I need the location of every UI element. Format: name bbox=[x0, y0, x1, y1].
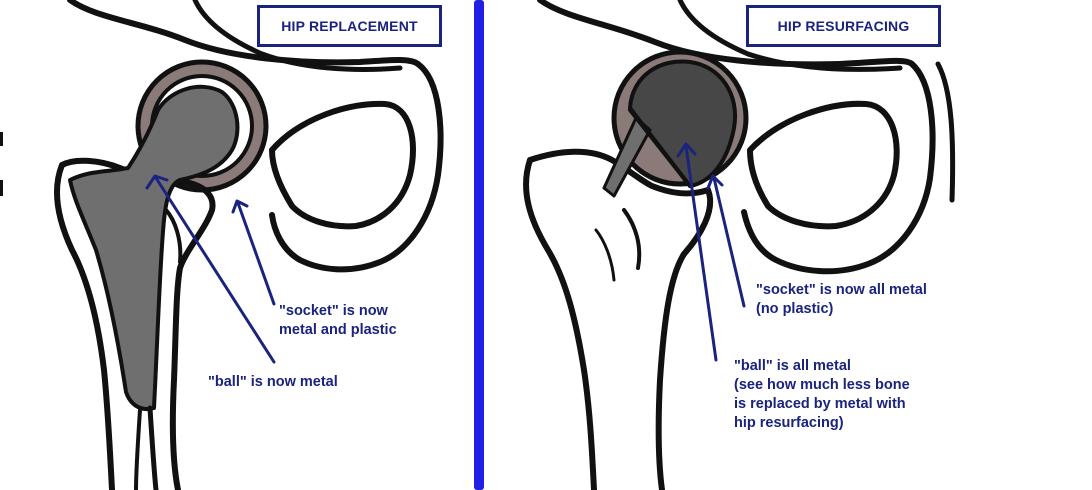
right-ball-label-line: is replaced by metal with bbox=[734, 396, 906, 412]
title-hip-replacement-text: HIP REPLACEMENT bbox=[281, 18, 418, 34]
right-pelvis-outline bbox=[741, 61, 936, 275]
left-pelvis-top-outline bbox=[67, 0, 421, 67]
right-socket-arrow bbox=[712, 176, 746, 308]
right-implant-peg bbox=[602, 116, 652, 198]
left-trochanter bbox=[164, 208, 183, 264]
left-obturator-foramen bbox=[269, 100, 416, 230]
right-ball-label-line: "ball" is all metal bbox=[734, 358, 851, 374]
right-socket-label: "socket" is now all metal (no plastic) bbox=[756, 281, 927, 319]
right-arrows bbox=[676, 142, 746, 362]
left-femur-shaft-left bbox=[54, 162, 115, 490]
right-panel-art bbox=[523, 0, 956, 490]
left-implant-stem bbox=[68, 84, 240, 411]
right-ball-arrow bbox=[684, 144, 718, 362]
right-obturator-foramen bbox=[747, 100, 900, 230]
title-hip-resurfacing: HIP RESURFACING bbox=[746, 5, 941, 47]
left-ball-arrow bbox=[154, 176, 276, 364]
title-hip-resurfacing-text: HIP RESURFACING bbox=[777, 18, 910, 34]
right-socket-label-line: "socket" is now all metal bbox=[756, 282, 927, 298]
left-pelvis-outline bbox=[269, 61, 444, 273]
right-femur-shaft-left bbox=[523, 157, 597, 490]
panel-divider bbox=[474, 0, 484, 490]
left-socket-arrow bbox=[236, 201, 276, 306]
left-socket-label-line: "socket" is now bbox=[279, 303, 388, 319]
right-pelvis-top-outline bbox=[537, 0, 915, 68]
left-arrows bbox=[145, 174, 276, 364]
left-panel-art bbox=[0, 0, 444, 490]
title-hip-replacement: HIP REPLACEMENT bbox=[257, 5, 442, 47]
left-ball-label: "ball" is now metal bbox=[208, 373, 338, 392]
right-pelvis-top-inner bbox=[677, 0, 903, 72]
right-ball-label: "ball" is all metal (see how much less b… bbox=[734, 357, 910, 433]
right-ball-label-line: (see how much less bone bbox=[734, 377, 910, 393]
right-socket-label-line: (no plastic) bbox=[756, 301, 834, 317]
left-socket-label: "socket" is now metal and plastic bbox=[279, 302, 397, 340]
right-femur-outline bbox=[527, 148, 714, 490]
left-ball-label-line: "ball" is now metal bbox=[208, 374, 338, 390]
left-pelvis-top-inner bbox=[192, 0, 403, 72]
right-metal-head bbox=[628, 59, 738, 188]
left-socket-label-line: metal and plastic bbox=[279, 322, 397, 338]
right-ball-label-line: hip resurfacing) bbox=[734, 415, 844, 431]
